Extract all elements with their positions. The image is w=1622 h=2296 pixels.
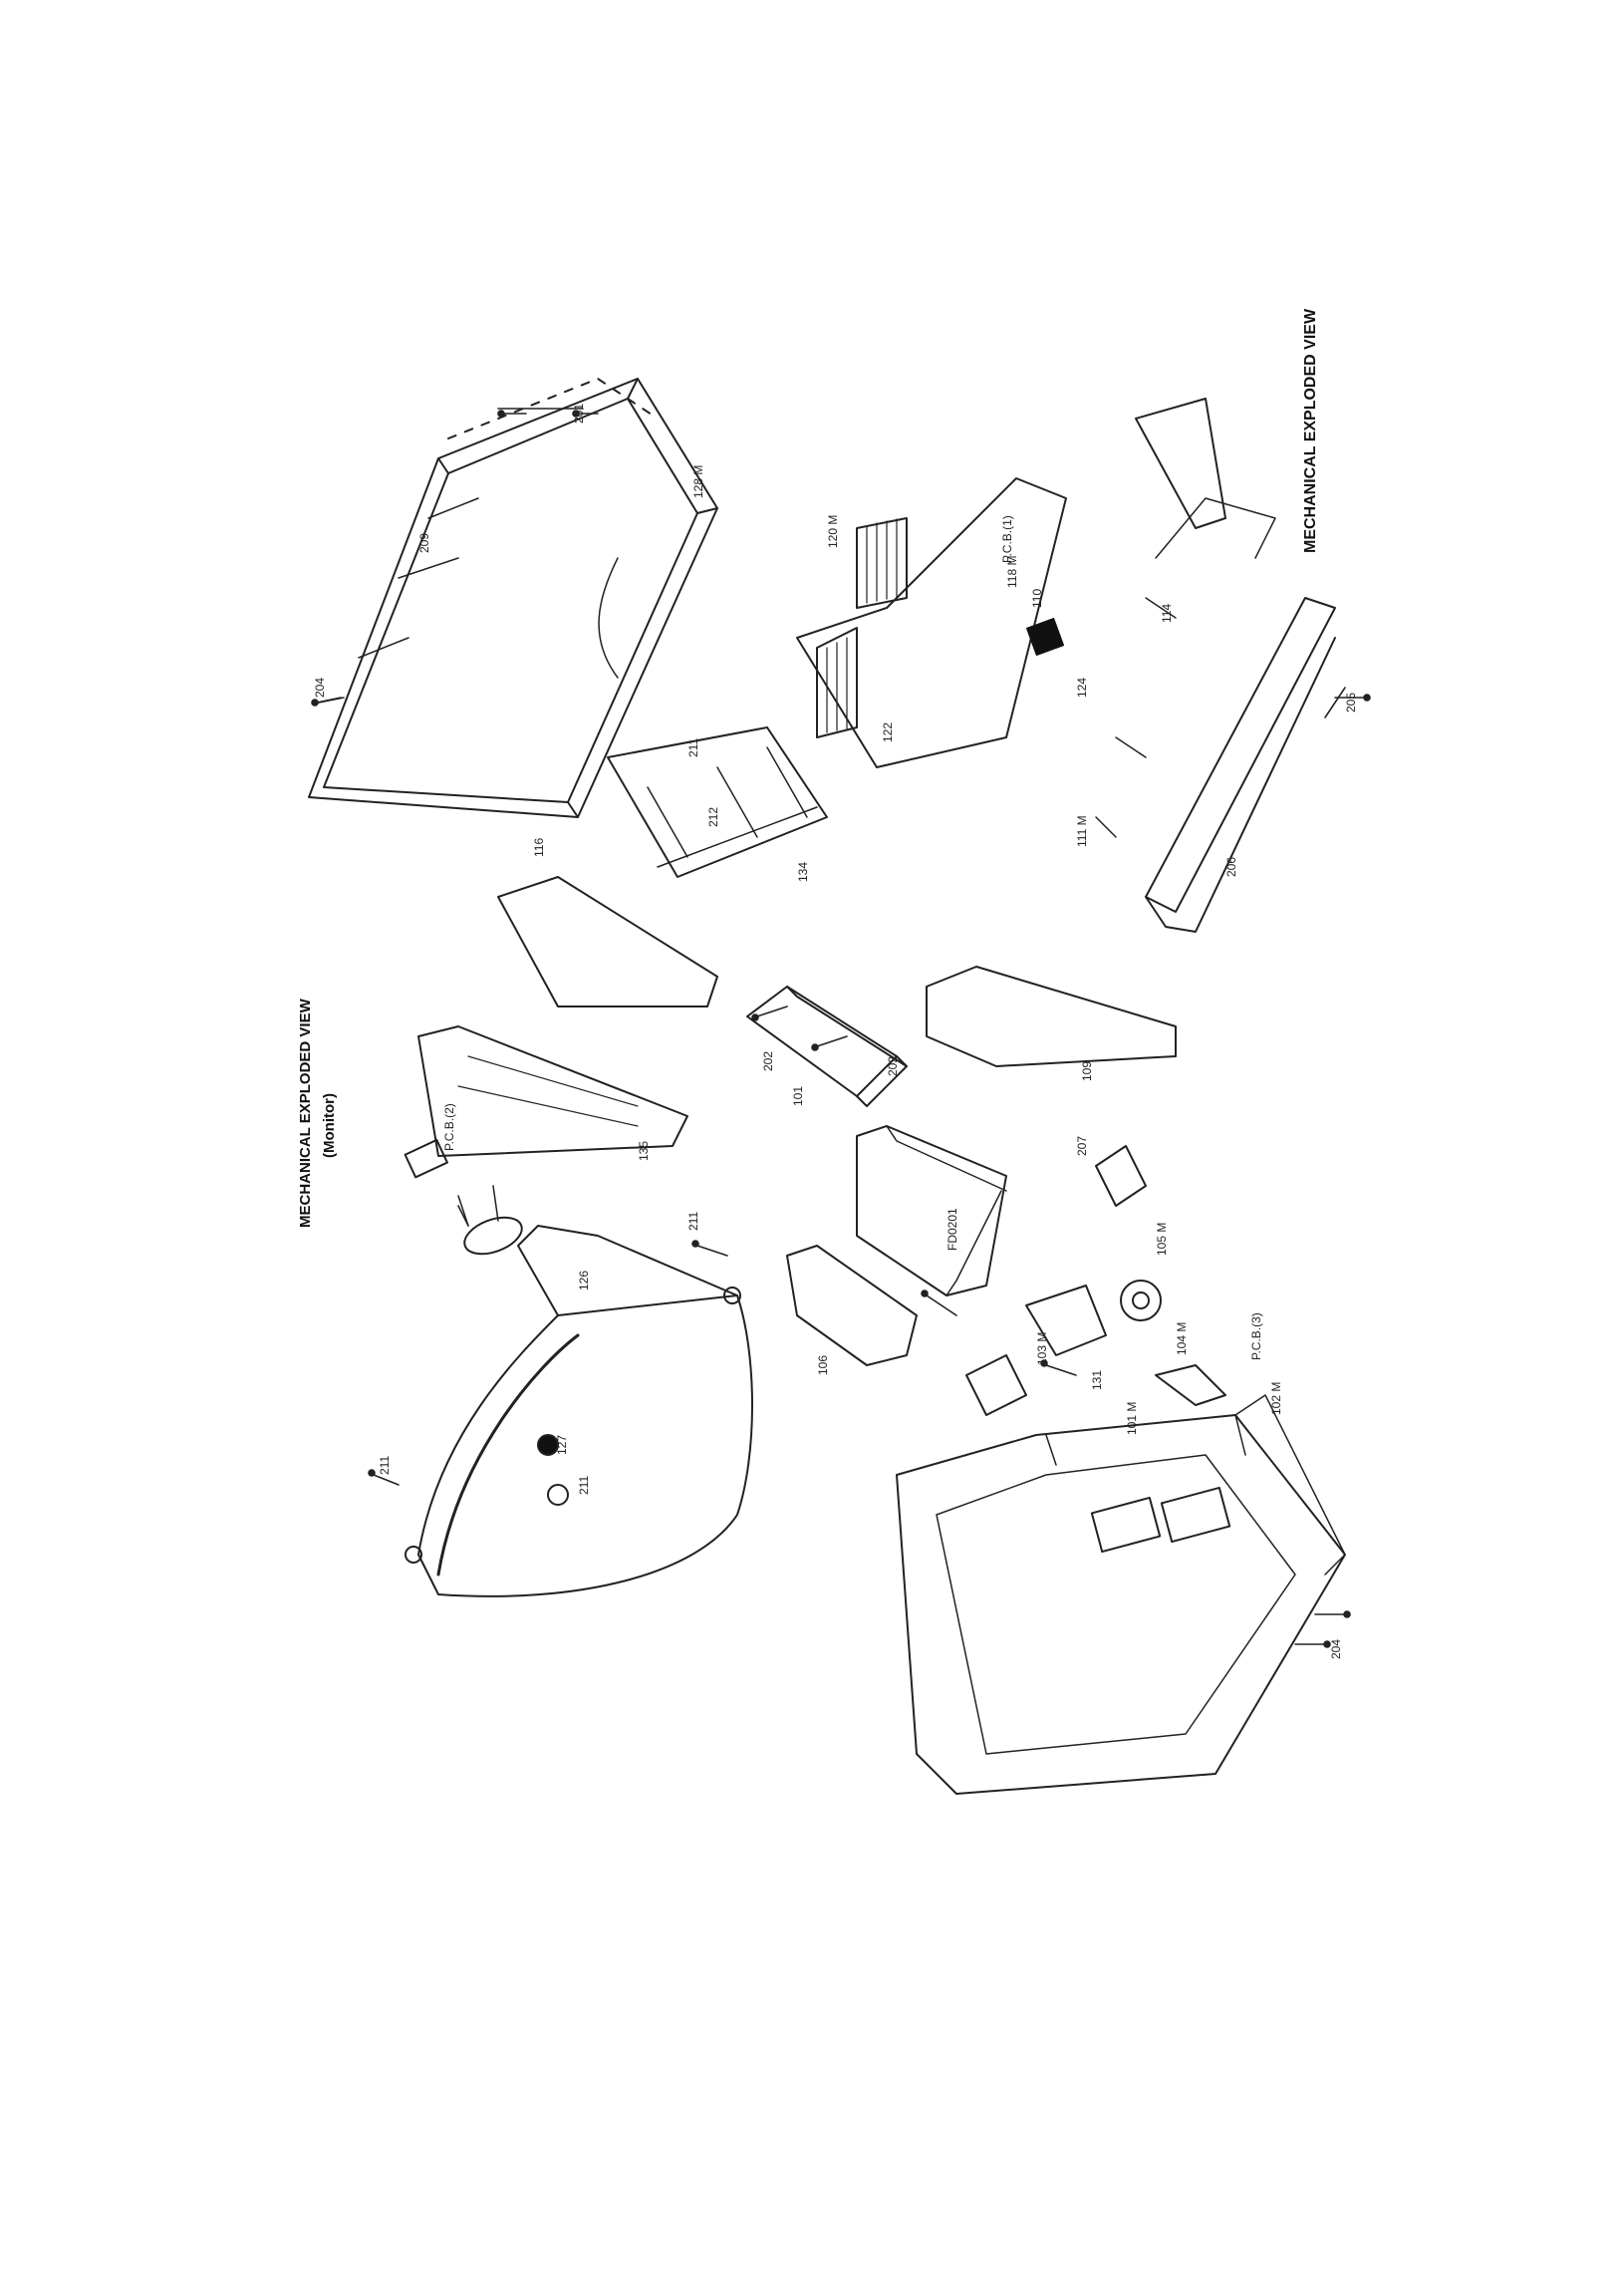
callout-211-right: 211 — [686, 1212, 700, 1231]
callout-pcb3: P.C.B.(3) — [1249, 1312, 1263, 1360]
main-view-title: MECHANICAL EXPLODED VIEW — [1302, 308, 1319, 553]
callout-105m: 105 M — [1155, 1223, 1169, 1256]
callout-104m: 104 M — [1175, 1322, 1189, 1355]
callout-110: 110 — [1030, 589, 1044, 608]
front-cabinet-bezel — [896, 1394, 1346, 1795]
callout-118m: 118 M — [1005, 556, 1019, 588]
control-parts — [965, 1145, 1226, 1416]
callout-211-upper: 211 — [686, 738, 700, 757]
lower-pcb-panel — [926, 966, 1177, 1067]
callout-pcb1: P.C.B.(1) — [1000, 515, 1014, 563]
callout-211-tube: 211 — [577, 1476, 591, 1495]
right-top-plate — [1135, 398, 1226, 529]
drive-bracket — [786, 1245, 918, 1366]
callout-127: 127 — [555, 1435, 569, 1455]
callout-204-bottom: 204 — [1329, 1639, 1343, 1659]
callout-202-b: 202 — [886, 1056, 900, 1076]
screw-markers — [311, 410, 1371, 1648]
power-board-assembly — [796, 477, 1067, 768]
monitor-view-subtitle: (Monitor) — [321, 1093, 338, 1158]
callout-206: 206 — [1224, 857, 1238, 877]
callout-131: 131 — [1090, 1370, 1104, 1390]
crt-tube — [404, 1138, 753, 1597]
callout-111m: 111 M — [1075, 815, 1089, 847]
callout-pcb2: P.C.B.(2) — [442, 1103, 456, 1151]
callout-116: 116 — [532, 838, 546, 857]
callout-124: 124 — [1075, 678, 1089, 698]
callout-204-top: 204 — [313, 678, 327, 698]
callout-126: 126 — [577, 1271, 591, 1291]
monitor-view-title: MECHANICAL EXPLODED VIEW — [297, 999, 314, 1228]
main-pcb-panel — [497, 876, 718, 1007]
callout-202-a: 202 — [761, 1051, 775, 1071]
base-rail — [1095, 497, 1336, 933]
floppy-drive-unit — [856, 1125, 1007, 1296]
callout-205: 205 — [1344, 693, 1358, 713]
callout-101: 101 — [791, 1086, 805, 1106]
callout-103m: 103 M — [1035, 1332, 1049, 1365]
callout-207: 207 — [1075, 1136, 1089, 1156]
callout-102m: 102 M — [1269, 1382, 1283, 1415]
drive-housing — [746, 986, 908, 1107]
callout-114: 114 — [1160, 604, 1174, 623]
callout-134: 134 — [796, 862, 810, 882]
callout-209: 209 — [417, 533, 431, 553]
callout-128m: 128 M — [691, 465, 705, 498]
callout-fd0201: FD0201 — [946, 1208, 959, 1251]
callout-212: 212 — [706, 807, 720, 827]
rear-cabinet-frame — [308, 378, 718, 818]
callout-201: 201 — [572, 404, 586, 424]
callout-211-left: 211 — [378, 1456, 392, 1475]
callout-135: 135 — [637, 1141, 651, 1161]
callout-106: 106 — [816, 1355, 830, 1375]
callout-109: 109 — [1080, 1061, 1094, 1081]
inner-chassis — [607, 726, 828, 878]
callout-120m: 120 M — [826, 515, 840, 548]
callout-122: 122 — [881, 722, 895, 742]
monitor-pcb-board — [417, 1025, 688, 1157]
callout-101m: 101 M — [1125, 1402, 1139, 1435]
